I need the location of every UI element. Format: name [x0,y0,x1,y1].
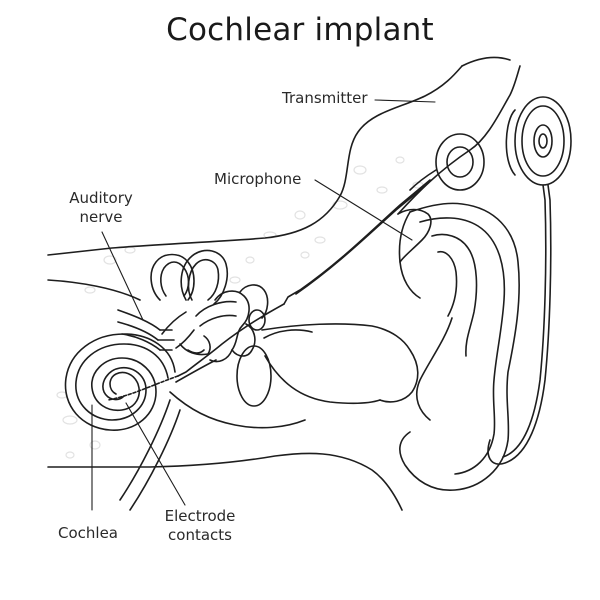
transmitter-cable [488,185,551,464]
cochlea [65,334,178,430]
lower-skull-line [48,453,402,510]
label-electrode-contacts: Electrode contacts [150,507,250,545]
label-electrode-line1: Electrode [150,507,250,526]
leader-auditory-nerve [102,232,143,320]
label-auditory-nerve-line2: nerve [58,208,144,227]
semicircular-canals [151,250,236,354]
leader-transmitter [375,100,435,102]
transmitter-device [506,97,571,185]
label-microphone: Microphone [214,170,301,189]
label-auditory-nerve-line1: Auditory [58,189,144,208]
ear-canal [262,324,418,403]
receiver-implant [410,134,484,190]
eardrum [237,346,271,406]
label-cochlea: Cochlea [58,524,118,543]
label-transmitter: Transmitter [282,89,368,108]
leader-electrode [126,403,185,505]
outer-ear [399,203,519,490]
scalp-line [462,58,510,66]
leader-lines [92,100,435,510]
label-electrode-line2: contacts [150,526,250,545]
label-auditory-nerve: Auditory nerve [58,189,144,227]
processor-body [398,210,431,263]
ossicles [210,285,268,362]
